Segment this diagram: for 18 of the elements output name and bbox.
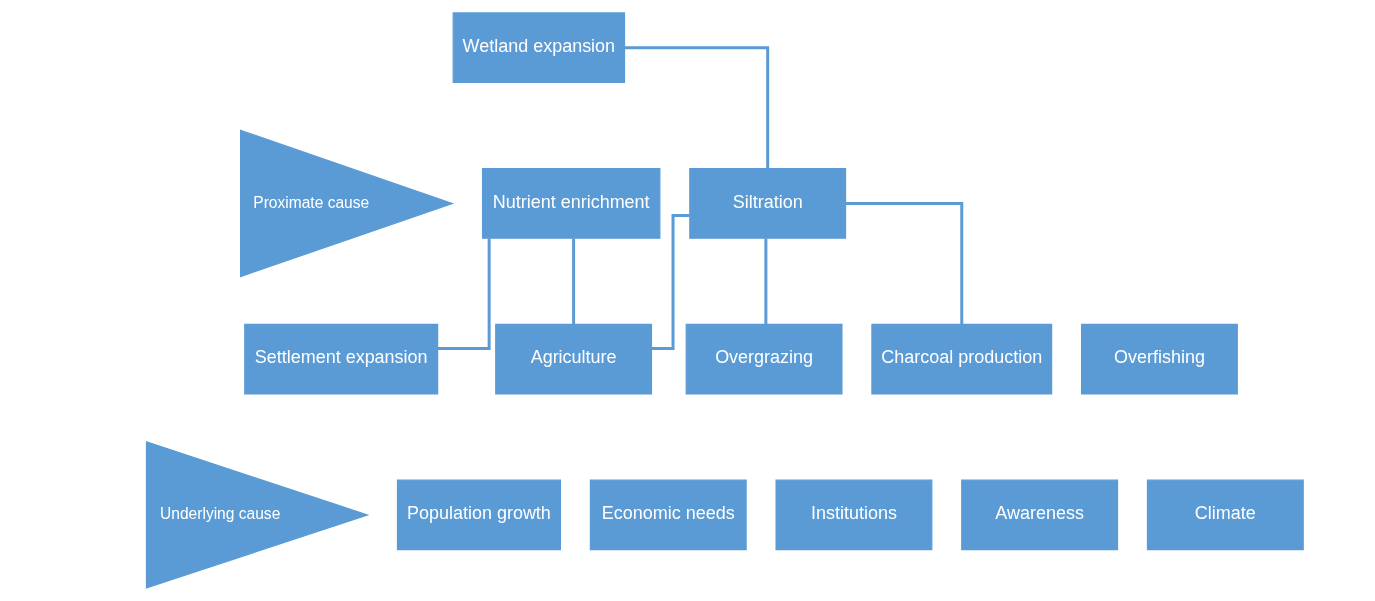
node-box: Awareness [960, 479, 1118, 551]
node-box: Wetland expansion [452, 12, 625, 84]
node-box: Nutrient enrichment [481, 168, 660, 239]
node-box: Agriculture [494, 323, 652, 395]
connector [624, 46, 769, 169]
node-box: Siltration [688, 168, 846, 239]
node-box: Population growth [396, 479, 561, 551]
connector [845, 201, 963, 325]
node-box: Overfishing [1080, 323, 1238, 395]
node-box: Settlement expansion [243, 323, 438, 395]
connector [437, 238, 491, 350]
node-box: Overgrazing [685, 323, 843, 395]
node-box: Economic needs [589, 479, 747, 551]
connector [571, 238, 575, 325]
node-box: Institutions [774, 479, 932, 551]
node-box: Charcoal production [870, 323, 1052, 395]
node-box: Climate [1146, 479, 1304, 551]
connector [763, 238, 767, 325]
